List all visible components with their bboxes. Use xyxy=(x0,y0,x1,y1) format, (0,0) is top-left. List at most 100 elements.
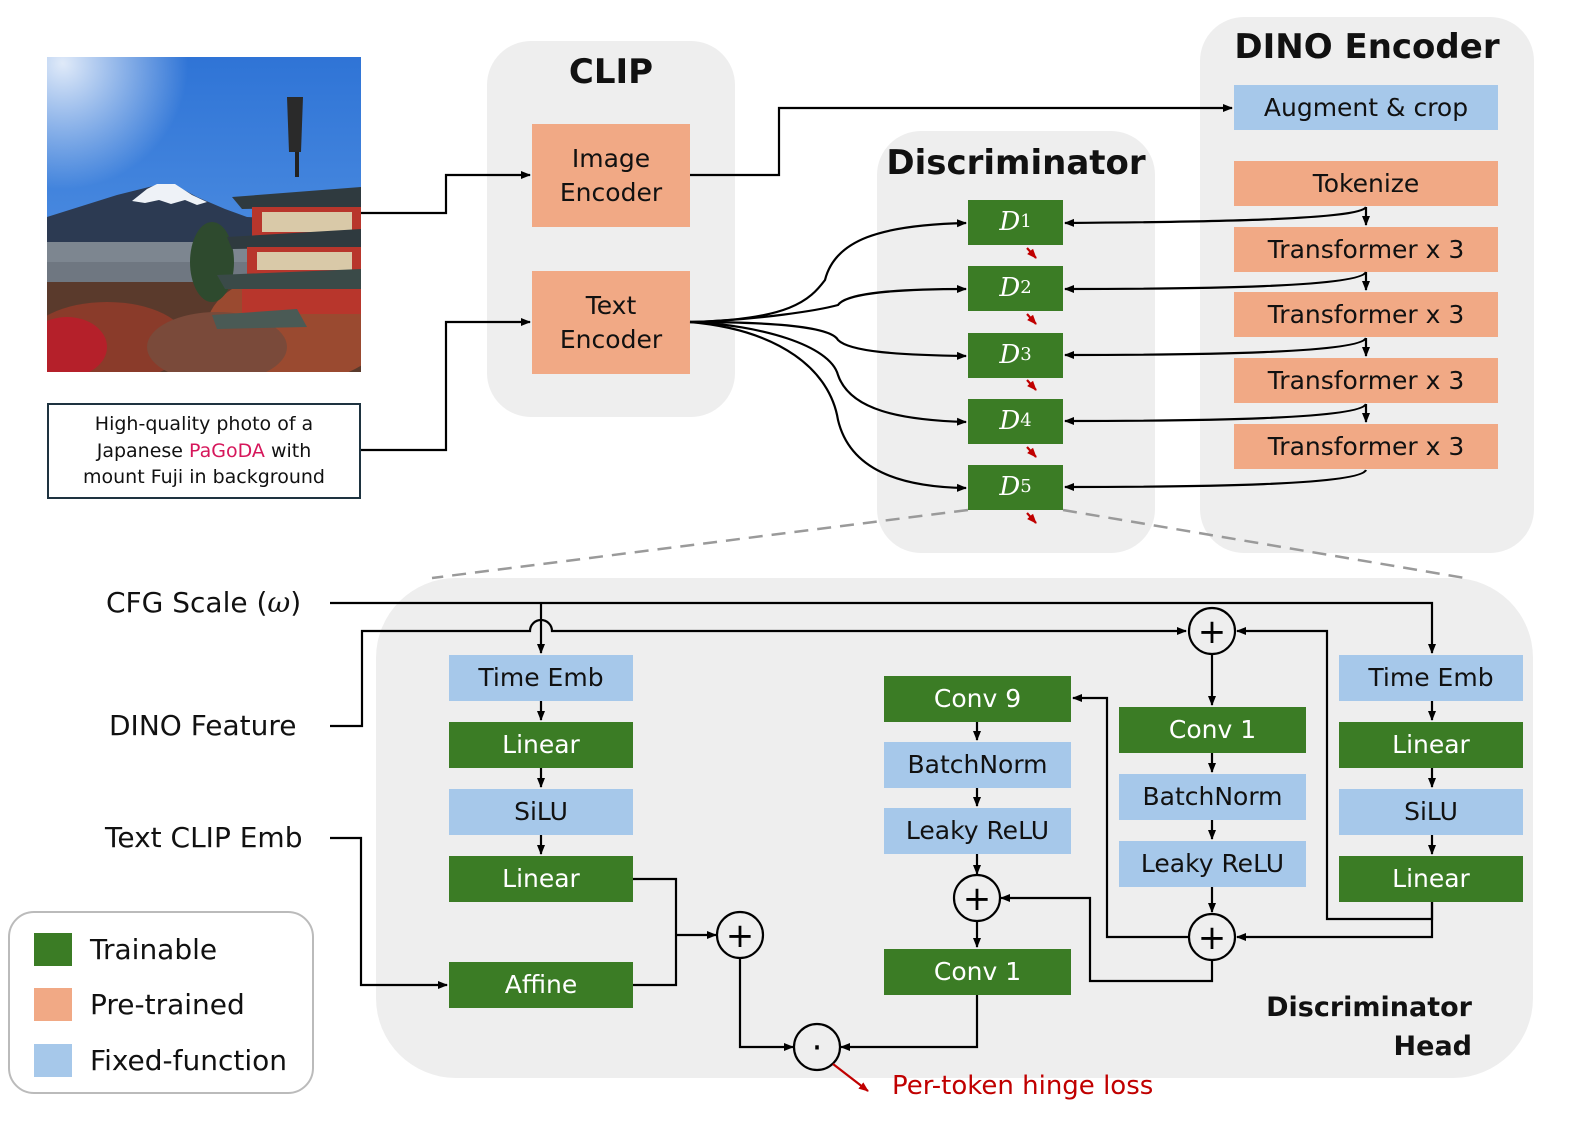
legend-label-trainable: Trainable xyxy=(90,933,218,966)
conv1-leaky-relu: Leaky ReLU xyxy=(1119,841,1306,887)
d1-letter: D xyxy=(999,206,1021,237)
d1-index: 1 xyxy=(1020,211,1032,233)
legend-item-fixed-function: Fixed-function xyxy=(34,1044,287,1077)
d4-letter: D xyxy=(999,405,1021,436)
legend-swatch-trainable xyxy=(34,933,72,966)
wire-conv1-to-dot xyxy=(840,995,979,1051)
wire-transformer3-to-d4 xyxy=(1064,403,1368,425)
d2-letter: D xyxy=(999,272,1021,303)
embed-plus-node xyxy=(715,910,765,960)
left-linear-1: Linear xyxy=(449,722,633,768)
left-time-emb: Time Emb xyxy=(449,655,633,701)
right-time-emb: Time Emb xyxy=(1339,655,1523,701)
clip-text-encoder-label: Text Encoder xyxy=(559,290,663,354)
dino-transformer-4: Transformer x 3 xyxy=(1234,424,1498,469)
wire-linear-to-plus xyxy=(633,877,678,987)
dino-augment-crop: Augment & crop xyxy=(1234,85,1498,130)
legend-label-fixed-function: Fixed-function xyxy=(90,1044,288,1077)
conv1-block: Conv 1 xyxy=(1119,707,1306,753)
bottom-plus-node xyxy=(1187,912,1237,962)
d1-loss-arrow xyxy=(1026,247,1037,259)
wire-dino-feature xyxy=(330,618,1187,728)
wire-text-emb-to-affine xyxy=(330,836,448,989)
wire-cfg-main xyxy=(330,601,1436,654)
wire-transformer2-to-d3 xyxy=(1064,337,1368,359)
affine-block: Affine xyxy=(449,962,633,1008)
cfg-scale-close: ) xyxy=(290,586,302,619)
legend: Trainable Pre-trained Fixed-function xyxy=(8,911,314,1094)
wire-plus-to-dot xyxy=(738,958,794,1051)
right-linear-2: Linear xyxy=(1339,856,1523,902)
conv1-batchnorm: BatchNorm xyxy=(1119,774,1306,820)
wire-text-to-d2 xyxy=(689,285,967,324)
clip-text-encoder: Text Encoder xyxy=(532,271,690,374)
dino-transformer-1: Transformer x 3 xyxy=(1234,227,1498,272)
wire-right-linear-to-bottom-plus xyxy=(1236,902,1434,941)
dino-feature-label: DINO Feature xyxy=(109,709,297,742)
legend-label-pretrained: Pre-trained xyxy=(90,988,245,1021)
conv9-batchnorm: BatchNorm xyxy=(884,742,1071,788)
input-photo xyxy=(47,57,361,372)
d3-letter: D xyxy=(999,339,1021,370)
d5-index: 5 xyxy=(1020,476,1032,498)
d2-loss-arrow xyxy=(1026,313,1037,325)
d3-index: 3 xyxy=(1020,344,1032,366)
right-linear-1: Linear xyxy=(1339,722,1523,768)
zoom-dashed-left xyxy=(431,508,969,580)
legend-swatch-fixed-function xyxy=(34,1044,72,1077)
dino-transformer-3: Transformer x 3 xyxy=(1234,358,1498,403)
dino-tokenize: Tokenize xyxy=(1234,161,1498,206)
wire-image-encoder-to-augment xyxy=(690,104,1233,177)
wire-text-to-d5 xyxy=(689,320,967,492)
wire-tokenize-to-d1 xyxy=(1064,206,1367,227)
discriminator-head-title-line2: Head xyxy=(1393,1031,1472,1063)
d4-loss-arrow xyxy=(1026,446,1037,458)
d5-letter: D xyxy=(999,471,1021,502)
clip-image-encoder: Image Encoder xyxy=(532,124,690,227)
legend-item-trainable: Trainable xyxy=(34,933,217,966)
d4-index: 4 xyxy=(1020,410,1032,432)
d2-index: 2 xyxy=(1020,277,1032,299)
wire-text-to-d3 xyxy=(689,320,967,360)
wire-text-to-d1 xyxy=(689,219,967,324)
wire-photo-to-image-encoder xyxy=(361,171,531,215)
pagoda-fuji-illustration xyxy=(47,57,361,372)
omega-symbol: ω xyxy=(267,586,291,619)
cfg-scale-label: CFG Scale (ω) xyxy=(106,586,301,619)
conv9-block: Conv 9 xyxy=(884,676,1071,722)
legend-swatch-pretrained xyxy=(34,988,72,1021)
wire-bottom-plus-to-mid-plus xyxy=(1000,894,1214,983)
conv9-leaky-relu: Leaky ReLU xyxy=(884,808,1071,854)
wire-text-to-d4 xyxy=(689,320,967,426)
top-plus-node xyxy=(1187,606,1237,656)
prompt-highlight-pagoda: PaGoDA xyxy=(189,439,265,462)
left-silu: SiLU xyxy=(449,789,633,835)
prompt-text-after: with mount Fuji in background xyxy=(83,439,325,489)
dot-symbol: · xyxy=(812,1028,823,1068)
d5-loss-arrow xyxy=(1026,512,1037,524)
prompt-text-before: High-quality photo of a Japanese xyxy=(94,413,314,462)
clip-title: CLIP xyxy=(568,52,654,92)
text-prompt-box: High-quality photo of a Japanese PaGoDA … xyxy=(47,403,361,499)
clip-image-encoder-label: Image Encoder xyxy=(559,143,663,207)
wire-prompt-to-text-encoder xyxy=(361,318,531,452)
mid-plus-symbol: + xyxy=(963,879,992,919)
discriminator-head-title: Discriminator Head xyxy=(1240,988,1472,1066)
cfg-scale-text: CFG Scale ( xyxy=(106,586,268,619)
legend-item-pretrained: Pre-trained xyxy=(34,988,245,1021)
dino-transformer-2: Transformer x 3 xyxy=(1234,292,1498,337)
text-clip-emb-label: Text CLIP Emb xyxy=(105,821,303,854)
zoom-dashed-right xyxy=(1062,508,1466,580)
output-conv1-block: Conv 1 xyxy=(884,949,1071,995)
discriminator-head-title-line1: Discriminator xyxy=(1266,992,1472,1023)
dino-encoder-title: DINO Encoder xyxy=(1234,27,1500,67)
discriminator-title: Discriminator xyxy=(886,143,1146,183)
dot-product-node xyxy=(792,1022,842,1072)
d3-loss-arrow xyxy=(1026,379,1037,391)
